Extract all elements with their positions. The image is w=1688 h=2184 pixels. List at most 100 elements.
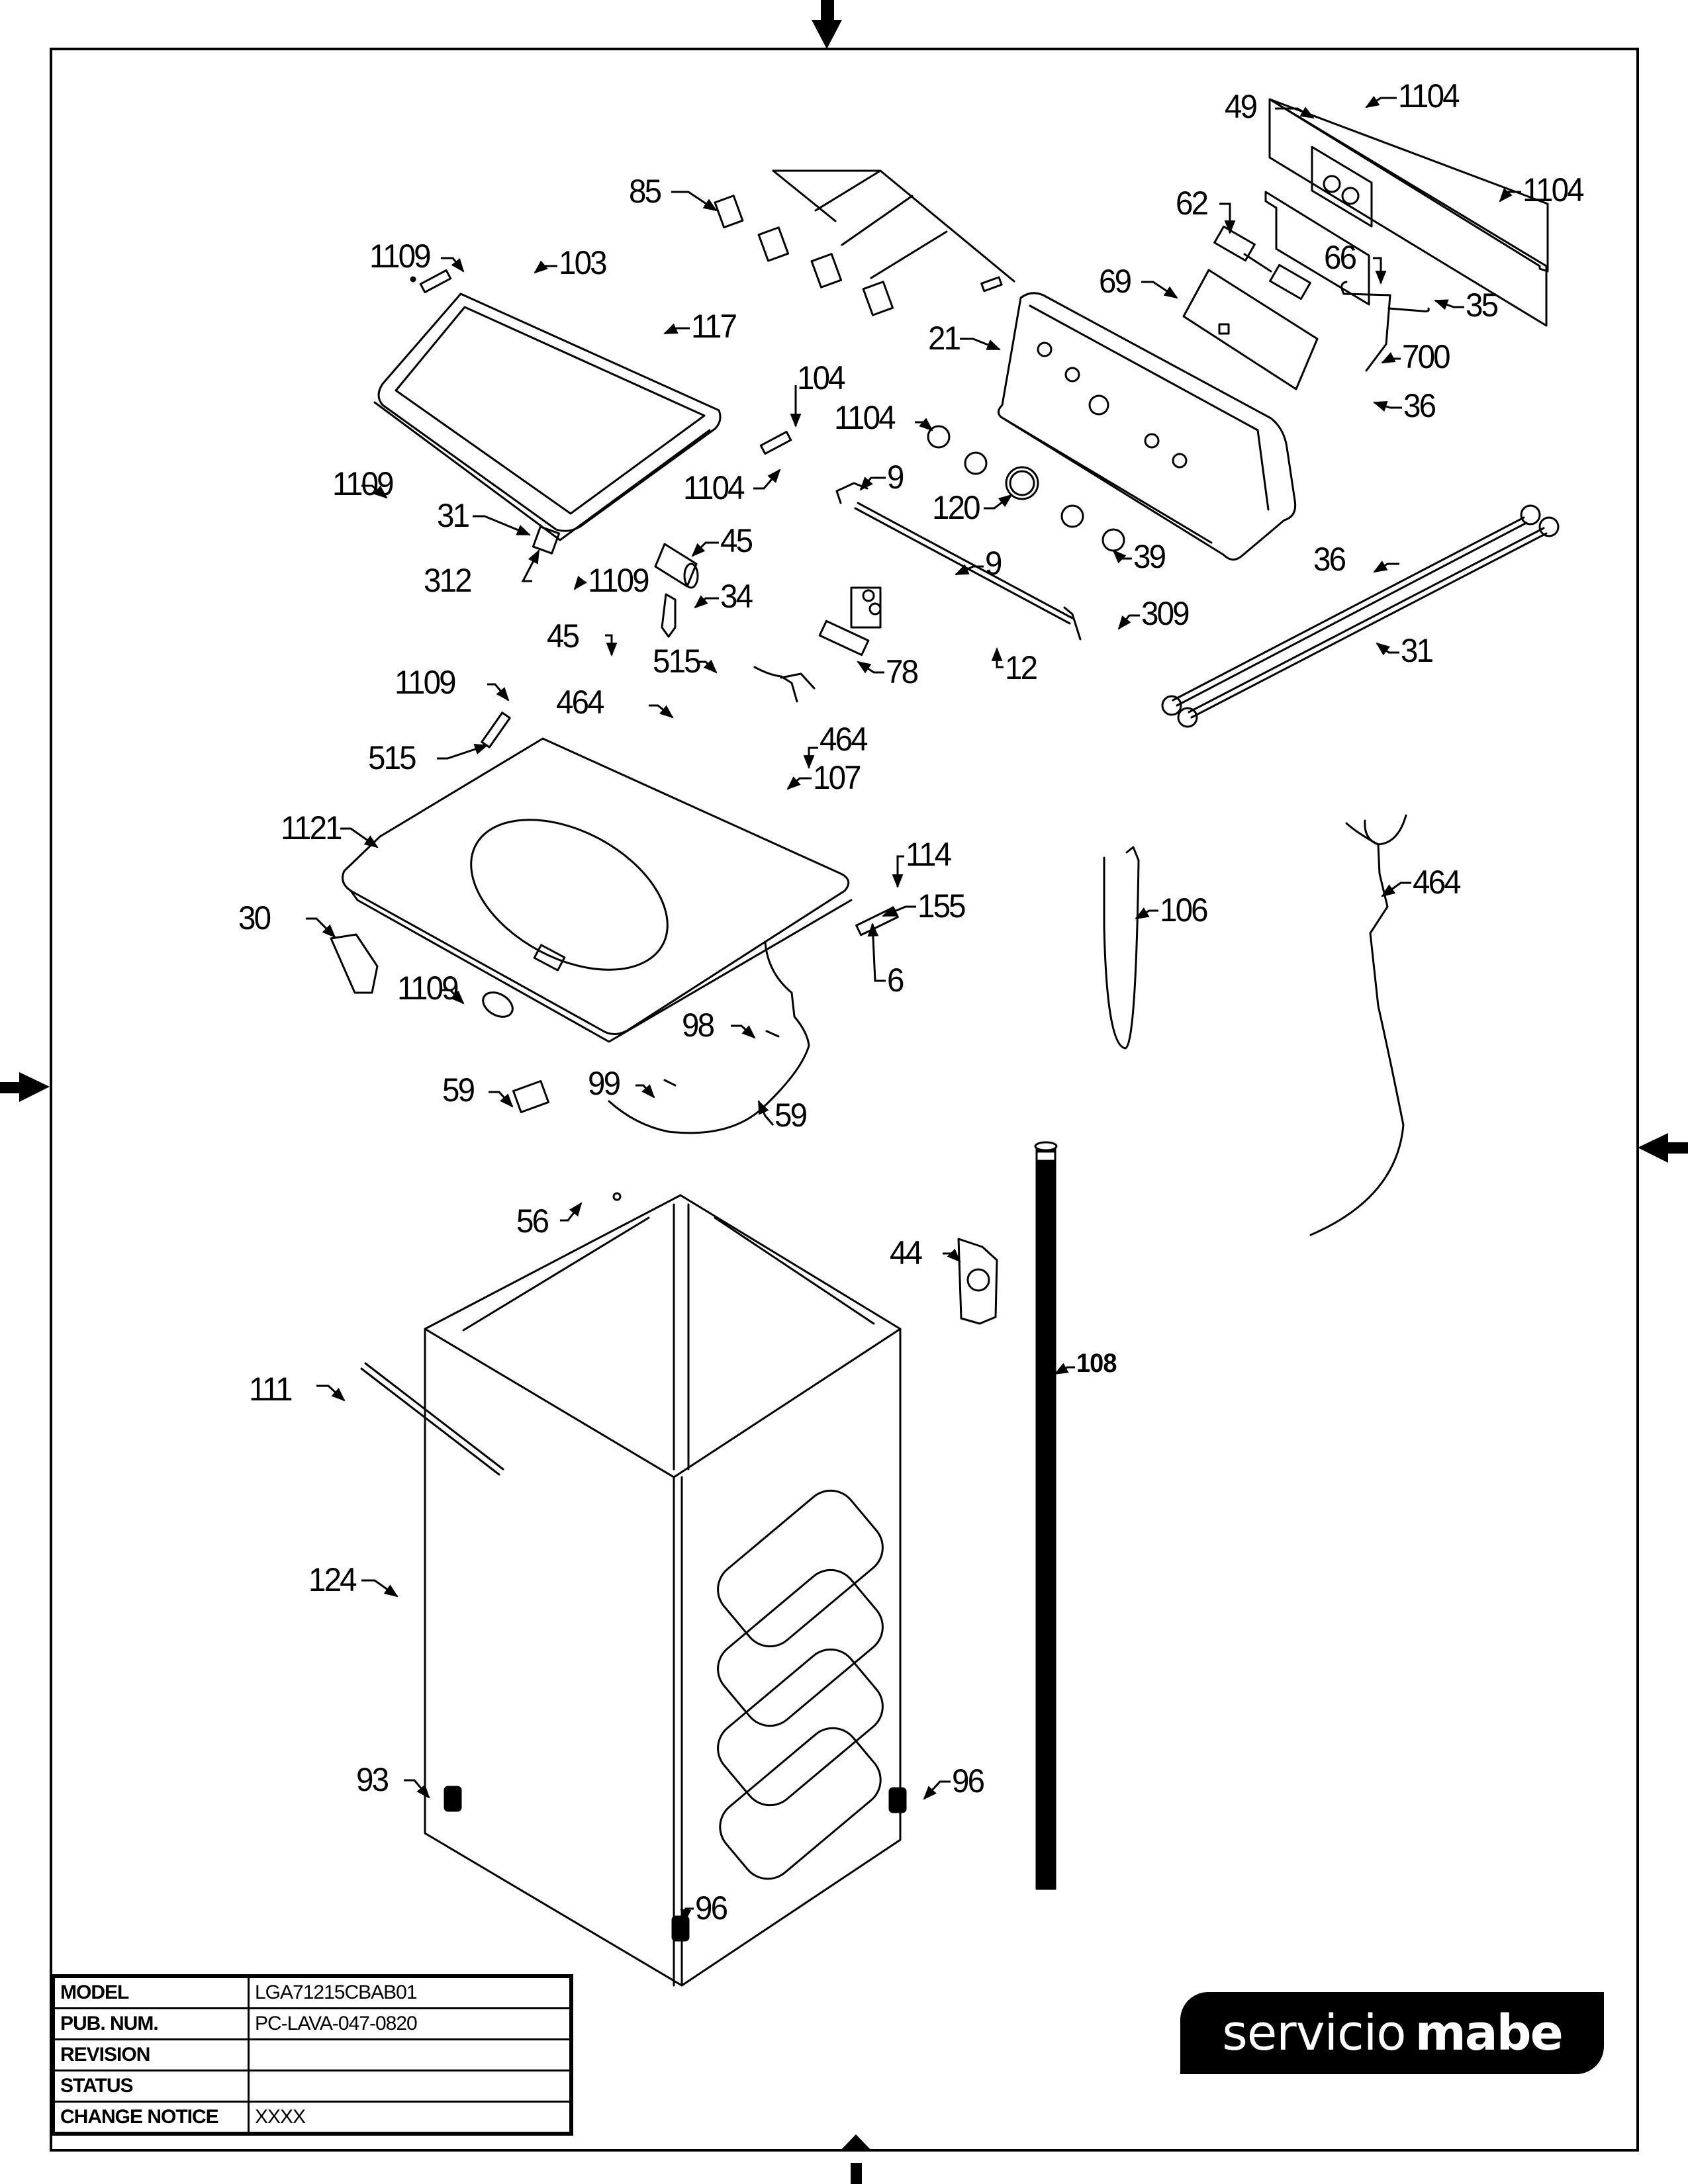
part-control-board-69: [1182, 269, 1319, 390]
publication-number-value: PC-LAVA-047-0820: [248, 2007, 571, 2040]
title-block-row: REVISION: [53, 2038, 571, 2071]
logo-word-servicio: servicio: [1222, 2005, 1406, 2062]
callout-label: 1104: [834, 399, 896, 436]
part-lid-lock-99: [512, 1080, 549, 1113]
callout-label: 31: [1401, 632, 1434, 669]
part-knob-36b: [964, 451, 988, 475]
callout-label: 1121: [281, 809, 343, 846]
part-cabinet-93: [424, 1194, 902, 1987]
callout-label: 85: [629, 173, 662, 210]
callout-label: 1104: [1523, 171, 1585, 208]
title-block-key: MODEL: [53, 1976, 250, 2009]
part-capacitor-bracket-309: [661, 593, 677, 638]
part-wire-harness-30: [1309, 814, 1407, 1236]
callout-label: 12: [1005, 649, 1038, 686]
callout-label: 6: [887, 962, 904, 999]
part-cup-98: [482, 991, 514, 1018]
part-pressure-switch-66: [1340, 281, 1430, 372]
title-block-key: CHANGE NOTICE: [53, 2101, 250, 2134]
callout-label: 21: [928, 320, 961, 357]
part-clip-31-lower: [1063, 606, 1082, 641]
status-value: [248, 2070, 571, 2103]
part-drain-hose-111: [1034, 1141, 1058, 1890]
part-switch-62: [1213, 225, 1311, 300]
part-clip-59b: [663, 1079, 677, 1087]
part-capacitor-312: [654, 543, 699, 589]
leader-lines: [306, 95, 1521, 1924]
arrow-up-icon: [841, 2134, 871, 2184]
part-leveling-foot-96b: [888, 1787, 907, 1813]
callout-label: 59: [774, 1097, 808, 1134]
drawing-frame: [50, 48, 1639, 2152]
callout-label: 464: [1413, 864, 1462, 901]
part-harness-78: [753, 666, 816, 703]
title-block-row: PUB. NUM. PC-LAVA-047-0820: [53, 2007, 571, 2040]
callout-label: 124: [308, 1561, 357, 1598]
part-wire-6: [1103, 846, 1140, 1050]
title-block-row: CHANGE NOTICE XXXX: [53, 2101, 571, 2134]
callout-label: 44: [890, 1234, 923, 1271]
callout-label: 104: [797, 359, 846, 396]
title-block-key: REVISION: [53, 2038, 250, 2071]
part-harness-56: [608, 941, 810, 1134]
callout-label: 36: [1313, 541, 1346, 578]
callout-label: 62: [1176, 185, 1209, 222]
callout-label: 111: [249, 1371, 293, 1408]
title-block-key: STATUS: [53, 2070, 250, 2103]
callout-label: 1109: [588, 562, 650, 599]
callout-label: 31: [437, 497, 470, 534]
callout-label: 1109: [332, 465, 395, 502]
callout-label: 96: [952, 1762, 985, 1799]
part-bracket-35: [1264, 191, 1370, 306]
callout-label: 464: [820, 721, 868, 758]
arrow-down-icon: [812, 0, 842, 49]
callout-label: 1109: [397, 970, 459, 1007]
title-block-row: STATUS: [53, 2070, 571, 2103]
part-water-valve-12: [818, 586, 882, 657]
callout-label: 1104: [683, 469, 745, 506]
part-dispenser-155: [330, 933, 379, 994]
callout-label: 45: [547, 617, 580, 655]
part-knob-36-lower: [1102, 528, 1125, 552]
callout-label: 39: [1133, 538, 1166, 575]
callout-label: 464: [556, 684, 605, 721]
callout-label: 1109: [369, 238, 432, 275]
callout-label: 9: [887, 459, 904, 496]
callout-label: 99: [588, 1065, 621, 1102]
callout-label: 700: [1402, 338, 1451, 375]
part-leveling-foot-96c: [671, 1915, 690, 1942]
callout-label: 120: [932, 489, 981, 526]
callout-label: 59: [442, 1071, 475, 1109]
callout-label: 45: [720, 522, 753, 559]
revision-value: [248, 2038, 571, 2071]
callout-label: 9: [985, 545, 1002, 582]
callout-label: 49: [1225, 88, 1258, 125]
callout-label: 312: [424, 562, 473, 599]
callout-label: 117: [691, 308, 737, 345]
part-switch-harness-85: [714, 169, 1015, 316]
part-clip-59a: [765, 1030, 780, 1038]
part-console-21: [998, 292, 1297, 561]
callout-label: 30: [238, 899, 271, 936]
part-screw-44: [612, 1192, 622, 1201]
title-block: MODEL LGA71215CBAB01 PUB. NUM. PC-LAVA-0…: [51, 1974, 573, 2136]
callout-label: 98: [682, 1007, 715, 1044]
part-knob-36-upper: [927, 425, 951, 449]
callout-label: 34: [720, 578, 753, 615]
part-hinge-107: [481, 711, 511, 749]
part-inlet-hose-45b: [1177, 516, 1560, 728]
part-top-cover-114: [342, 737, 853, 1043]
callout-label: 103: [559, 244, 608, 281]
callout-label: 114: [906, 836, 952, 873]
callout-label: 108: [1076, 1349, 1117, 1378]
part-hinge-104: [759, 430, 792, 455]
callout-label: 36: [1403, 387, 1436, 424]
callout-label: 56: [516, 1203, 549, 1240]
part-lid-switch-120: [532, 525, 561, 555]
callout-label: 78: [886, 653, 919, 690]
logo-word-mabe: mabe: [1415, 2005, 1564, 2062]
callout-label: 515: [368, 739, 417, 776]
model-number-value: LGA71215CBAB01: [248, 1976, 571, 2009]
